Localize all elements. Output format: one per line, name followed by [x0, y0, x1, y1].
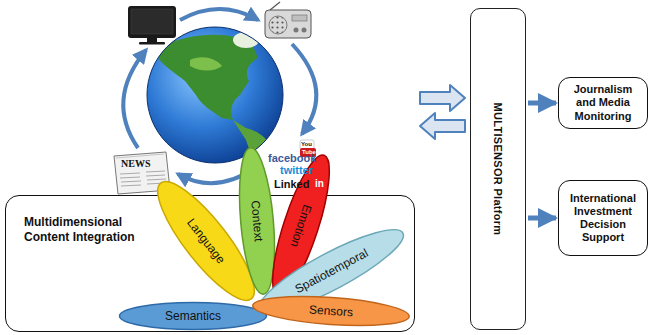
tv-icon [131, 9, 173, 34]
petal-shape [120, 303, 267, 330]
globe [158, 32, 270, 165]
tv-icon [147, 38, 157, 42]
icon-label: facebook [268, 152, 316, 164]
radio-icon [265, 2, 311, 38]
icon-label: You [301, 141, 312, 147]
semantics-petal: Semantics [118, 302, 268, 330]
integration-panel: Multidimensional Content IntegrationLang… [5, 195, 415, 332]
flow-arrow [528, 101, 556, 106]
icon-label: twitter [280, 164, 313, 176]
sensors-petal: Sensors [250, 291, 412, 330]
exchange-arrows [420, 85, 465, 139]
node-label: Journalism and Media Monitoring [565, 83, 641, 123]
exchange-arrows [420, 113, 465, 139]
icon-label: in [314, 178, 325, 189]
radio-icon [265, 10, 311, 38]
petal-label: Sensors [309, 302, 354, 319]
newspaper-icon [121, 181, 141, 182]
node-label: International Investment Decision Suppor… [565, 192, 641, 245]
cycle-arrows [180, 9, 258, 20]
cycle-arrows [123, 50, 146, 148]
exchange-arrows [420, 85, 465, 111]
petal-shape [252, 292, 410, 330]
newspaper-icon [121, 185, 141, 186]
globe [190, 57, 222, 70]
petal-label: Semantics [165, 309, 221, 323]
radio-icon [292, 15, 307, 21]
output-box: International Investment Decision Suppor… [558, 180, 648, 256]
newspaper-icon [146, 175, 165, 176]
newspaper-icon [147, 179, 166, 180]
cycle-arrows [292, 44, 316, 134]
newspaper-icon [116, 154, 164, 158]
newspaper-icon [146, 171, 165, 172]
output-box: Journalism and Media Monitoring [558, 77, 648, 129]
flow-arrow [528, 216, 556, 221]
globe [147, 27, 283, 163]
platform-box: MULTISENSOR Platform [470, 8, 526, 330]
radio-icon [302, 28, 307, 33]
globe [147, 27, 283, 165]
newspaper-icon [120, 173, 140, 174]
icon-label: NEWS [121, 158, 150, 169]
icon-label: Linked [274, 178, 309, 190]
radio-icon [270, 2, 280, 10]
newspaper-icon [120, 177, 140, 178]
tv-icon [128, 6, 176, 45]
tv-icon [139, 42, 165, 45]
node-label: MULTISENSOR Platform [492, 103, 504, 236]
radio-icon [294, 28, 299, 33]
tv-icon [128, 6, 176, 38]
node-label: Multidimensional Content Integration [24, 215, 152, 245]
radio-icon [269, 16, 287, 34]
